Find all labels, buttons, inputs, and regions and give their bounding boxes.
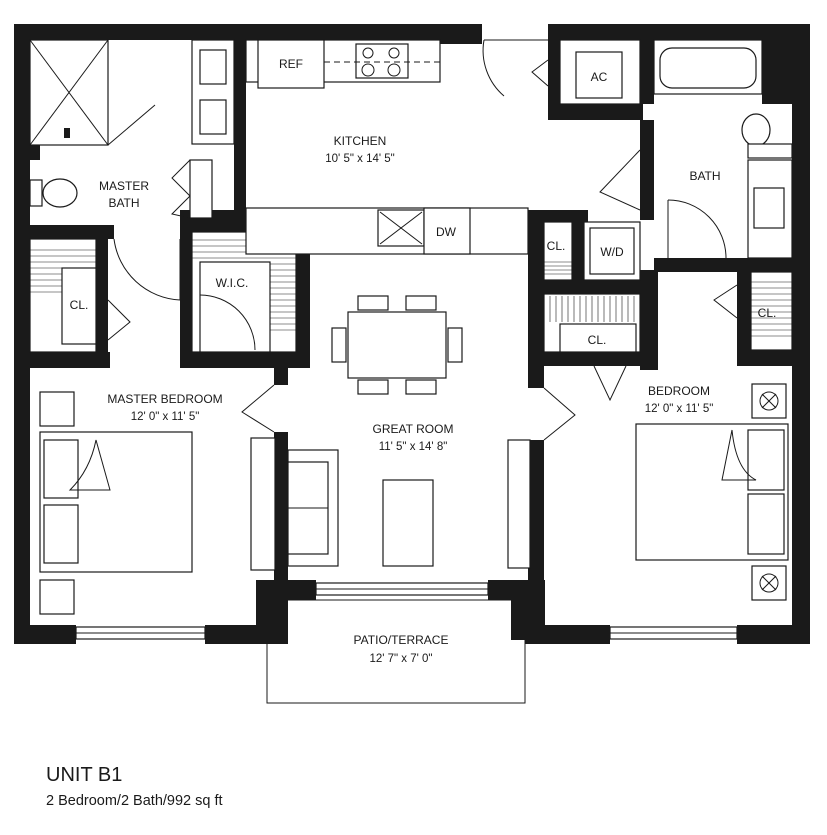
room-labels: KITCHEN 10' 5" x 14' 5" MASTER BATH BATH… — [70, 134, 777, 665]
wic-name: W.I.C. — [216, 276, 249, 290]
exterior-walls — [14, 24, 810, 644]
master-bath-name-line2: BATH — [108, 196, 139, 210]
patio-dims: 12' 7" x 7' 0" — [369, 653, 432, 665]
appliance-labels: REF DW AC W/D — [279, 57, 624, 259]
master-bedroom-furniture — [39, 384, 276, 615]
kitchen-fixtures — [245, 39, 549, 255]
bedroom-dims: 12' 0" x 11' 5" — [645, 403, 714, 415]
bath-name: BATH — [689, 169, 720, 183]
great-room-furniture — [287, 295, 531, 569]
master-bedroom-dims: 12' 0" x 11' 5" — [131, 411, 200, 423]
great-room-dims: 11' 5" x 14' 8" — [379, 441, 448, 453]
wd-label: W/D — [600, 245, 624, 259]
master-bedroom-name: MASTER BEDROOM — [107, 392, 222, 406]
kitchen-dims: 10' 5" x 14' 5" — [325, 153, 394, 165]
ref-label: REF — [279, 57, 303, 71]
master-bath-name-line1: MASTER — [99, 179, 149, 193]
unit-title: UNIT B1 — [46, 764, 123, 786]
unit-subtitle: 2 Bedroom/2 Bath/992 sq ft — [46, 793, 223, 809]
master-closets — [29, 231, 297, 353]
patio-name: PATIO/TERRACE — [354, 633, 449, 647]
small-closet-name: CL. — [547, 239, 566, 253]
master-bath-fixtures — [29, 39, 235, 219]
kitchen-name: KITCHEN — [334, 134, 387, 148]
dw-label: DW — [436, 225, 457, 239]
patio-terrace — [266, 599, 526, 704]
right-fixtures — [543, 39, 793, 402]
bedroom-furniture — [543, 383, 789, 601]
great-room-name: GREAT ROOM — [373, 422, 454, 436]
windows — [75, 580, 738, 640]
right-closet-name: CL. — [758, 306, 777, 320]
bedroom-name: BEDROOM — [648, 384, 710, 398]
ac-label: AC — [591, 70, 608, 84]
bedroom-closet-name: CL. — [588, 333, 607, 347]
master-closet-name: CL. — [70, 298, 89, 312]
